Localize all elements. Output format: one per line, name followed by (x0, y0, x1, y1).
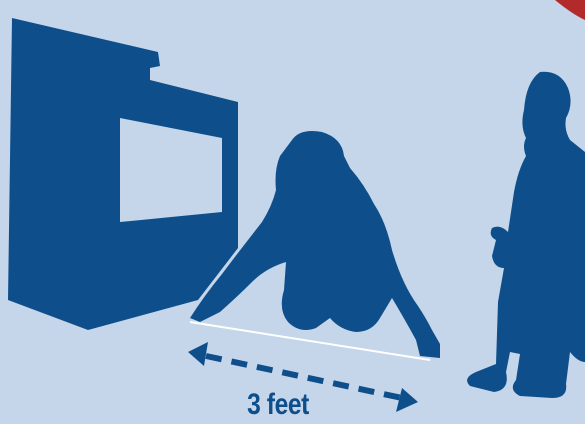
standing-child-silhouette (467, 72, 585, 398)
arrowhead-right-icon (396, 388, 418, 412)
red-corner-badge (555, 0, 585, 20)
stove-silhouette (8, 18, 238, 330)
distance-label: 3 feet (229, 388, 327, 422)
arrowhead-left-icon (188, 342, 208, 366)
